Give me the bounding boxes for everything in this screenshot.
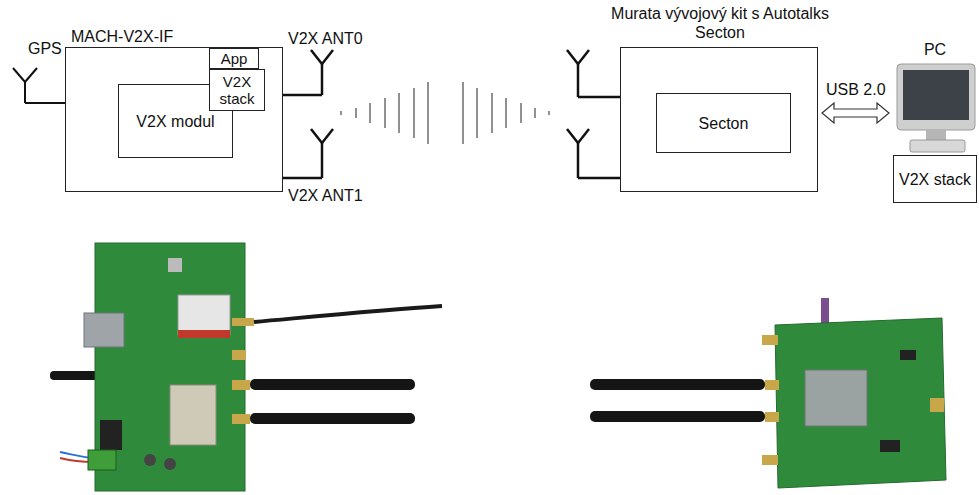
node-label: Secton: [697, 114, 751, 133]
v2x-antennas: [283, 50, 620, 178]
radio-waves: [341, 82, 549, 144]
murata-board-photo: [590, 298, 946, 488]
devkit-box: Murata vývojový kit s Autotalks SectonSe…: [620, 47, 818, 192]
edge-label: USB 2.0: [825, 80, 887, 99]
app-box: App: [209, 48, 259, 69]
chip-box: Secton: [656, 93, 791, 153]
node-label: V2X stack: [897, 170, 973, 189]
antenna-label: GPS: [28, 39, 62, 58]
pc-node: PC: [893, 62, 977, 152]
node-heading: MACH-V2X-IF: [71, 27, 271, 46]
node-label: V2X stack: [210, 73, 264, 107]
mach-board-photo: [50, 243, 442, 491]
gps-antenna: [13, 68, 65, 103]
node-heading: Murata vývojový kit s Autotalks Secton: [585, 4, 855, 42]
stack-box: V2X stack: [893, 155, 977, 203]
antenna-label: V2X ANT0: [288, 29, 363, 48]
node-heading: PC: [893, 40, 977, 59]
usb-arrow: [822, 103, 889, 123]
node-label: App: [219, 50, 250, 67]
pc-icon: [897, 64, 975, 152]
device-box: MACH-V2X-IFAppV2X stackV2X modul: [65, 47, 283, 192]
stack-box: V2X stack: [209, 69, 265, 111]
node-label: V2X modul: [134, 112, 216, 131]
antenna-label: V2X ANT1: [288, 186, 363, 205]
